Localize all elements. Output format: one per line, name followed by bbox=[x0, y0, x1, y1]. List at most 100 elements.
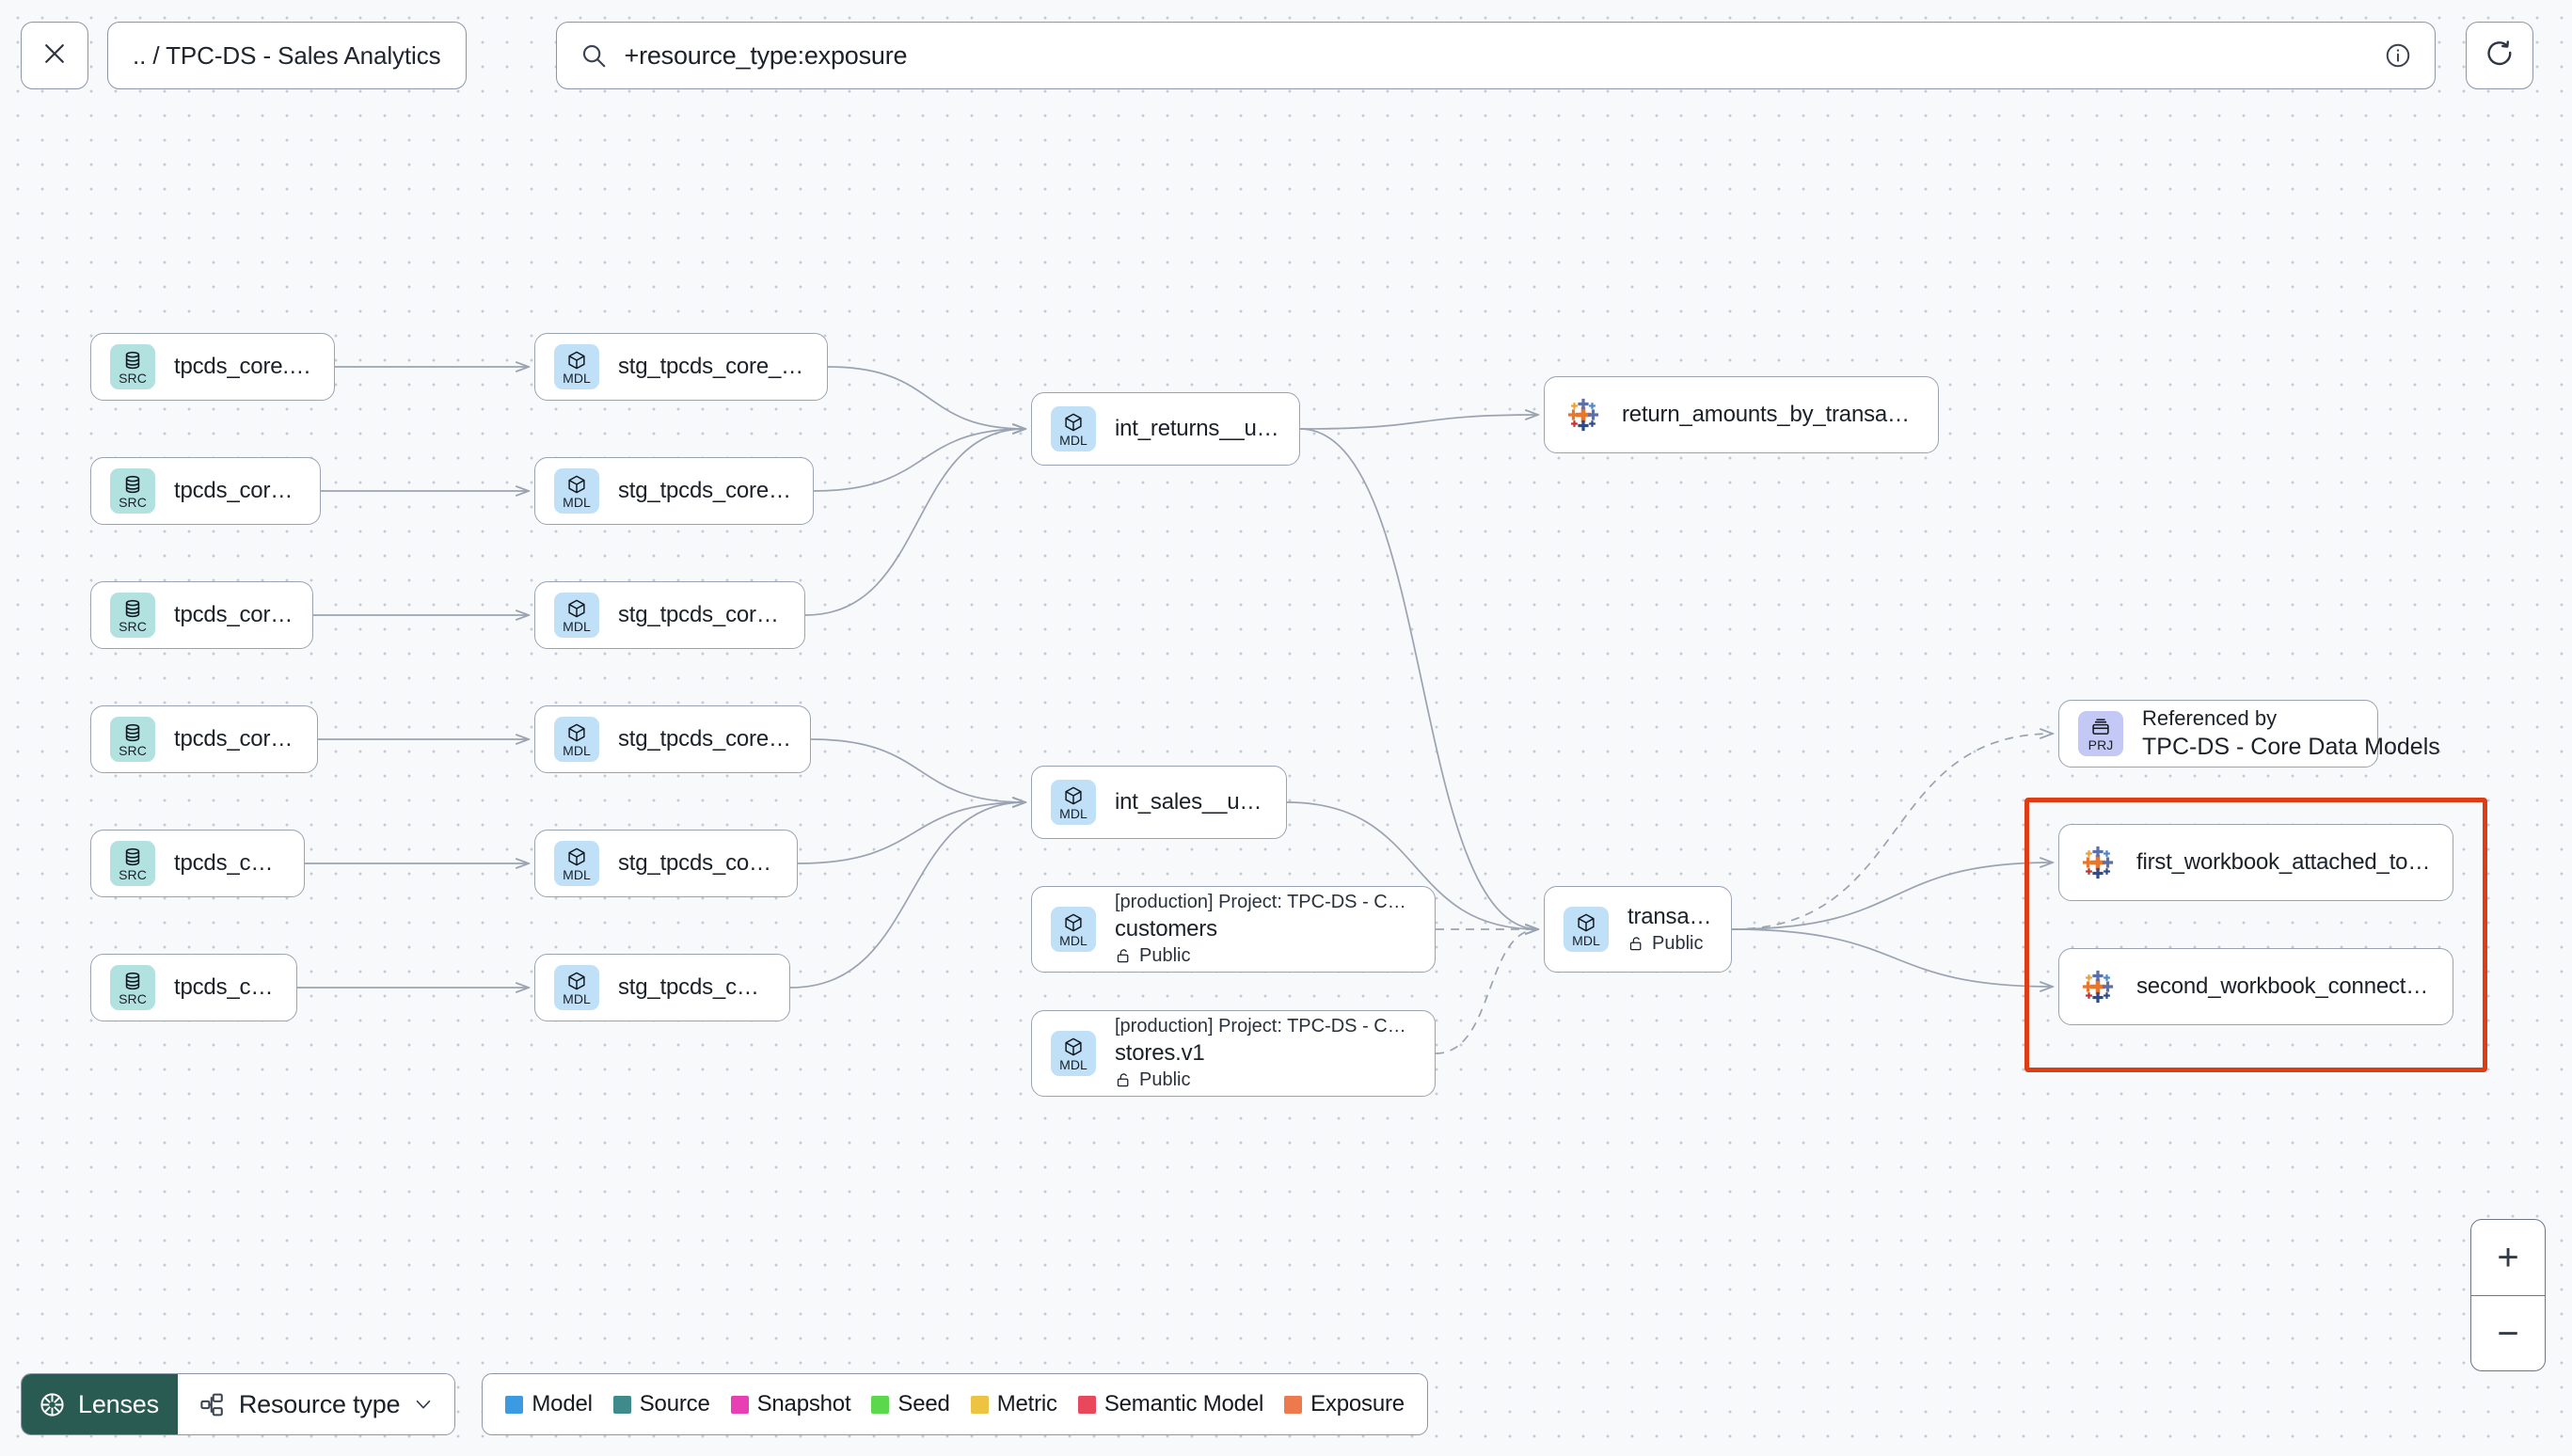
graph-node-stores_v1[interactable]: MDL[production] Project: TPC-DS - Core D… bbox=[1031, 1010, 1436, 1097]
search-icon bbox=[579, 41, 608, 70]
node-visibility: Public bbox=[1627, 933, 1712, 955]
badge-label: MDL bbox=[563, 370, 591, 386]
legend-label: Exposure bbox=[1310, 1391, 1405, 1416]
legend-item-seed[interactable]: Seed bbox=[871, 1391, 950, 1417]
info-circle-icon[interactable] bbox=[2384, 41, 2412, 70]
refresh-button[interactable] bbox=[2465, 22, 2533, 89]
zoom-out-button[interactable]: − bbox=[2471, 1295, 2545, 1370]
badge-label: MDL bbox=[563, 990, 591, 1006]
source-badge: SRC bbox=[110, 841, 155, 886]
project-badge: PRJ bbox=[2078, 711, 2123, 756]
edge-transactions-to-second_workbook bbox=[1731, 928, 2053, 987]
lenses-button[interactable]: Lenses bbox=[22, 1374, 178, 1434]
node-body: first_workbook_attached_to_tpc-ds_-_… bbox=[2136, 849, 2434, 876]
badge-label: SRC bbox=[119, 866, 147, 882]
model-badge: MDL bbox=[1051, 907, 1096, 952]
badge-label: MDL bbox=[1059, 432, 1088, 448]
source-badge: SRC bbox=[110, 717, 155, 762]
badge-label: MDL bbox=[563, 866, 591, 882]
legend-item-exposure[interactable]: Exposure bbox=[1284, 1391, 1405, 1417]
source-badge: SRC bbox=[110, 344, 155, 389]
resource-type-dropdown[interactable]: Resource type bbox=[177, 1374, 455, 1434]
node-body: second_workbook_connected_to_live… bbox=[2136, 973, 2434, 1000]
close-button[interactable] bbox=[21, 22, 88, 89]
node-title: return_amounts_by_transaction_type bbox=[1622, 402, 1919, 427]
legend-item-source[interactable]: Source bbox=[612, 1391, 710, 1417]
graph-node-stg_web_sales[interactable]: MDL stg_tpcds_core__web_sales bbox=[534, 954, 790, 1021]
node-body: stg_tpcds_core__store_returns bbox=[618, 478, 794, 504]
edge-stg_catalog_returns-to-int_returns_unioned bbox=[827, 366, 1025, 429]
badge-label: MDL bbox=[563, 742, 591, 758]
graph-node-src_store_sales[interactable]: SRC tpcds_core.store_sales bbox=[90, 830, 305, 897]
edge-stg_store_sales-to-int_sales_unioned bbox=[797, 802, 1025, 864]
breadcrumb-label: .. / TPC-DS - Sales Analytics bbox=[133, 40, 441, 70]
legend-swatch bbox=[612, 1395, 631, 1414]
legend-item-snapshot[interactable]: Snapshot bbox=[730, 1391, 851, 1417]
zoom-in-button[interactable]: + bbox=[2471, 1220, 2545, 1295]
graph-node-return_amounts[interactable]: return_amounts_by_transaction_type bbox=[1544, 376, 1939, 453]
badge-label: MDL bbox=[1059, 1056, 1088, 1072]
model-badge: MDL bbox=[554, 468, 599, 514]
node-body: [production] Project: TPC-DS - Core Data… bbox=[1115, 892, 1416, 967]
legend-swatch bbox=[505, 1395, 524, 1414]
legend-swatch bbox=[1284, 1395, 1303, 1414]
tableau-icon bbox=[2078, 967, 2118, 1006]
node-title: first_workbook_attached_to_tpc-ds_-_… bbox=[2136, 849, 2434, 875]
legend-swatch bbox=[970, 1395, 989, 1414]
graph-node-first_workbook[interactable]: first_workbook_attached_to_tpc-ds_-_… bbox=[2058, 824, 2453, 901]
node-title: stg_tpcds_core__store_returns bbox=[618, 478, 794, 503]
node-visibility: Public bbox=[1115, 1069, 1416, 1091]
badge-label: SRC bbox=[119, 370, 147, 386]
model-badge: MDL bbox=[554, 593, 599, 638]
graph-node-second_workbook[interactable]: second_workbook_connected_to_live… bbox=[2058, 948, 2453, 1025]
graph-node-stg_store_returns[interactable]: MDL stg_tpcds_core__store_returns bbox=[534, 457, 814, 525]
breadcrumb[interactable]: .. / TPC-DS - Sales Analytics bbox=[107, 22, 467, 89]
edge-transactions-to-referenced_by_prj bbox=[1731, 734, 2053, 930]
node-title: stg_tpcds_core__web_sales bbox=[618, 974, 770, 1000]
unlock-icon bbox=[1115, 947, 1133, 965]
node-body: tpcds_core.store_returns bbox=[174, 478, 301, 504]
legend-label: Seed bbox=[897, 1391, 950, 1416]
edge-stg_catalog_sales-to-int_sales_unioned bbox=[810, 738, 1025, 802]
edge-stores_v1-to-transactions bbox=[1435, 929, 1538, 1054]
model-badge: MDL bbox=[1051, 1031, 1096, 1076]
legend-item-model[interactable]: Model bbox=[505, 1391, 593, 1417]
graph-node-src_catalog_sales[interactable]: SRC tpcds_core.catalog_sales bbox=[90, 705, 318, 773]
node-title: tpcds_core.store_sales bbox=[174, 850, 285, 876]
node-body: int_returns__unioned bbox=[1115, 416, 1280, 442]
chevron-down-icon bbox=[413, 1394, 434, 1415]
node-title: transactions bbox=[1627, 904, 1712, 929]
graph-node-customers[interactable]: MDL [production] Project: TPC-DS - Core D… bbox=[1031, 886, 1436, 973]
node-body: stg_tpcds_core__catalog_sales bbox=[618, 726, 791, 752]
legend-item-metric[interactable]: Metric bbox=[970, 1391, 1057, 1417]
graph-node-int_returns_unioned[interactable]: MDL int_returns__unioned bbox=[1031, 392, 1300, 466]
legend-item-semantic-model[interactable]: Semantic Model bbox=[1077, 1391, 1263, 1417]
search-input[interactable]: +resource_type:exposure bbox=[624, 40, 908, 70]
edge-stg_web_sales-to-int_sales_unioned bbox=[789, 802, 1025, 989]
badge-label: MDL bbox=[563, 494, 591, 510]
graph-node-transactions[interactable]: MDL transactionsPublic bbox=[1544, 886, 1732, 973]
badge-label: MDL bbox=[1572, 932, 1600, 948]
model-badge: MDL bbox=[1564, 907, 1609, 952]
edge-transactions-to-first_workbook bbox=[1731, 863, 2053, 930]
lenses-label: Lenses bbox=[78, 1389, 159, 1418]
graph-node-stg_catalog_sales[interactable]: MDL stg_tpcds_core__catalog_sales bbox=[534, 705, 811, 773]
node-title: tpcds_core.catalog_sales bbox=[174, 726, 298, 752]
node-visibility-label: Public bbox=[1139, 945, 1191, 966]
search-bar[interactable]: +resource_type:exposure bbox=[555, 22, 2436, 89]
resource-type-legend: Model Source Snapshot Seed Metric Semantic Mo… bbox=[482, 1373, 1428, 1435]
hierarchy-icon bbox=[198, 1391, 226, 1418]
edge-stg_store_returns-to-int_returns_unioned bbox=[813, 429, 1025, 492]
node-body: int_sales__unioned bbox=[1115, 789, 1267, 815]
badge-label: MDL bbox=[1059, 932, 1088, 948]
